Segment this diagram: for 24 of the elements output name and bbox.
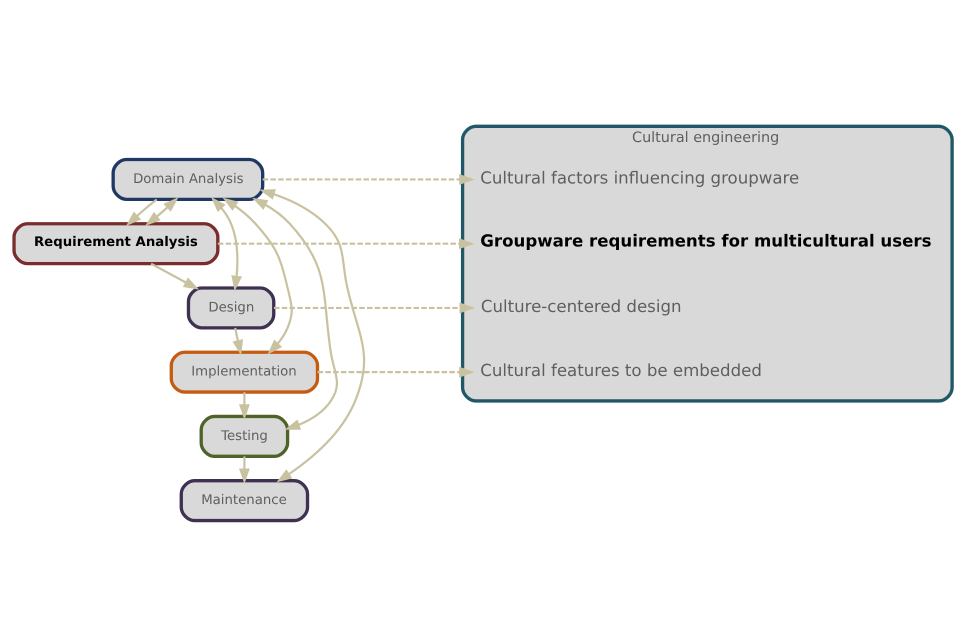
arrow	[259, 188, 365, 482]
node-text: Cultural features to be embedded	[480, 360, 762, 380]
node-text: Culture-centered design	[480, 296, 682, 316]
node-box: Requirement Analysis	[12, 222, 219, 265]
arrow	[217, 238, 474, 249]
arrow	[238, 456, 250, 484]
arrow	[222, 197, 292, 354]
node-box: Implementation	[169, 350, 319, 394]
arrow	[238, 392, 250, 420]
arrow	[262, 174, 474, 184]
node-box: Design	[186, 286, 275, 330]
node-text: Groupware requirements for multicultural users	[480, 230, 931, 250]
node-box: Testing	[199, 414, 289, 458]
node-box: Domain Analysis	[111, 157, 264, 201]
node-box: Maintenance	[179, 478, 309, 522]
arrow	[210, 196, 242, 291]
arrow	[273, 302, 475, 313]
arrow	[126, 198, 157, 226]
arrow	[252, 197, 338, 430]
arrow	[144, 196, 178, 226]
node-text: Cultural factors influencing groupware	[480, 168, 799, 187]
arrow	[150, 262, 199, 290]
arrow	[232, 327, 243, 355]
arrow	[317, 366, 474, 378]
